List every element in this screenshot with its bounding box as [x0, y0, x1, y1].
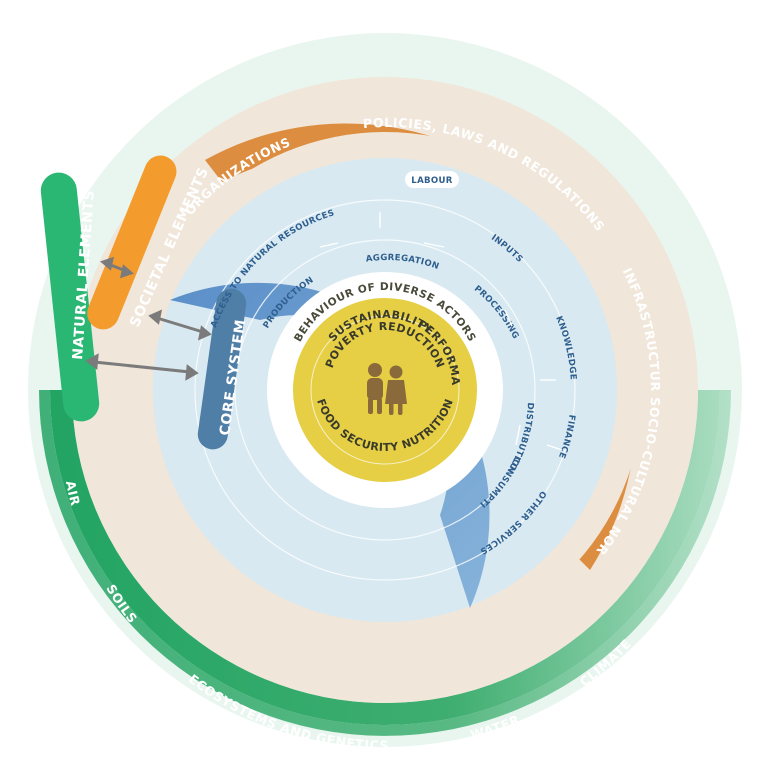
pill-labour: LABOUR [405, 171, 459, 188]
center-sun [293, 298, 477, 482]
labour-label: LABOUR [411, 176, 452, 186]
ring-line-inner [234, 239, 536, 541]
center-inner-ring [310, 315, 460, 465]
air-label: AIR [63, 479, 83, 507]
connector-arrows [85, 256, 212, 381]
ring-line-outer [194, 199, 576, 581]
people-icon [367, 363, 407, 415]
flow-arrows [319, 212, 563, 451]
